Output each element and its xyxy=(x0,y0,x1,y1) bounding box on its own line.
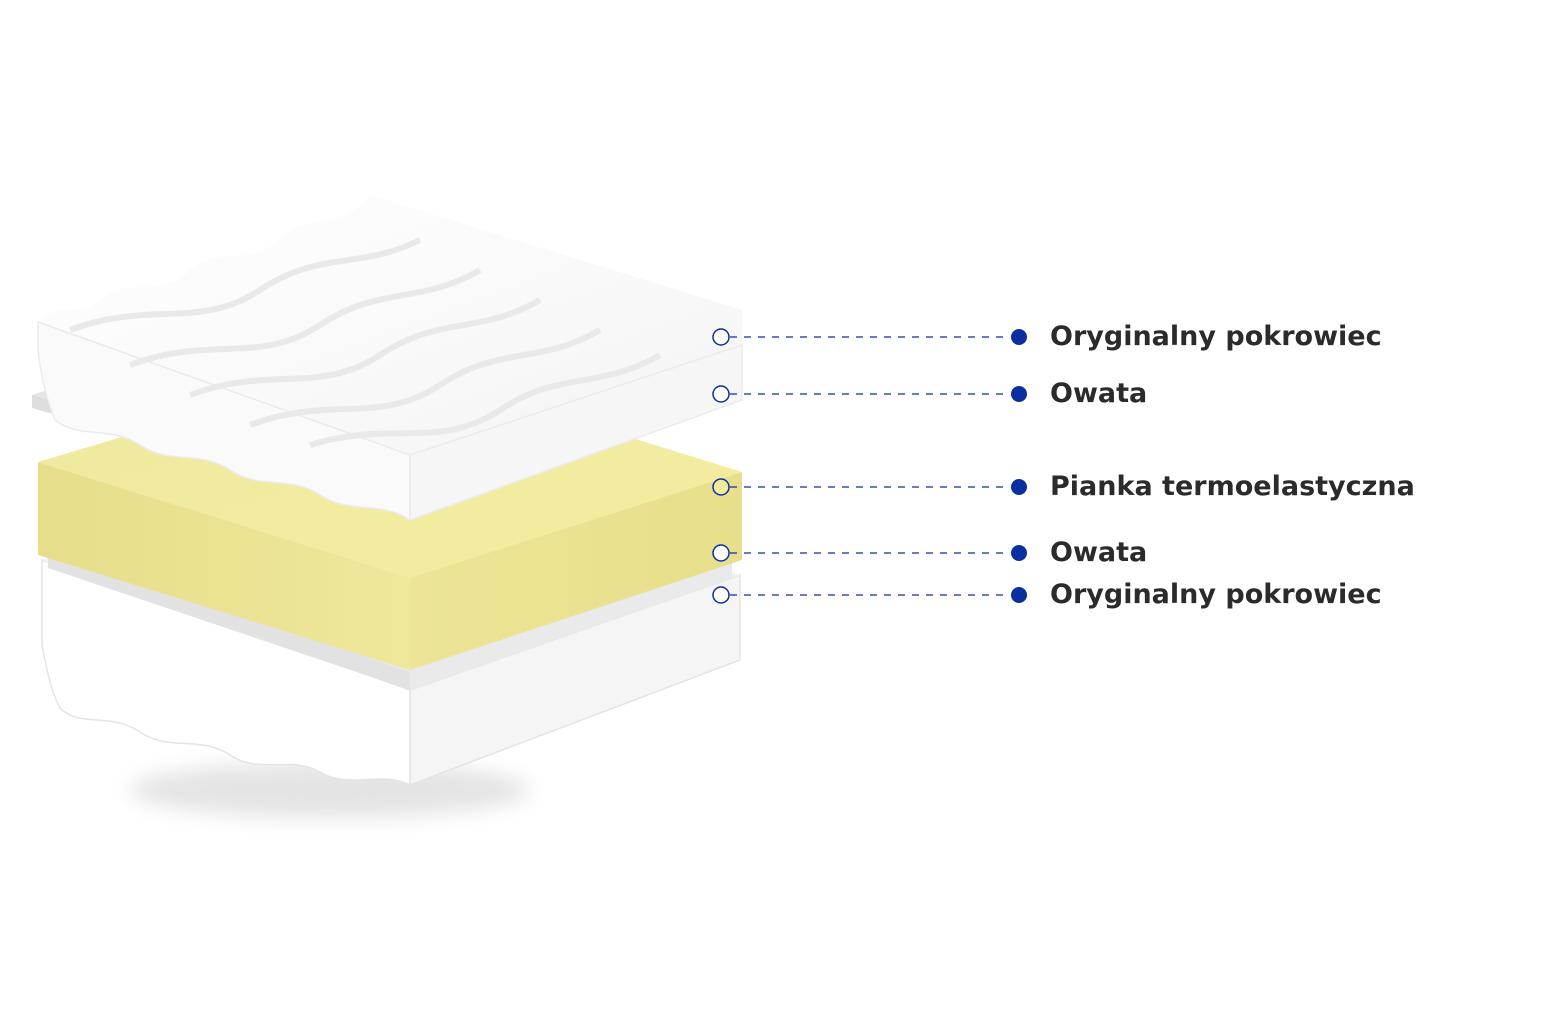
label-cover-top: Oryginalny pokrowiec xyxy=(1050,321,1382,352)
callout-foam xyxy=(712,478,1027,496)
callout-lines xyxy=(712,328,1027,604)
label-foam: Pianka termoelastyczna xyxy=(1050,471,1415,502)
callout-cover-top xyxy=(712,328,1027,346)
label-wadding-bottom: Owata xyxy=(1050,537,1148,568)
callout-wadding-bottom xyxy=(712,544,1027,562)
callout-cover-bottom xyxy=(712,586,1027,604)
label-cover-bottom: Oryginalny pokrowiec xyxy=(1050,579,1382,610)
callout-wadding-top xyxy=(712,385,1027,403)
cover-top-layer xyxy=(37,195,743,522)
label-wadding-top: Owata xyxy=(1050,378,1148,409)
